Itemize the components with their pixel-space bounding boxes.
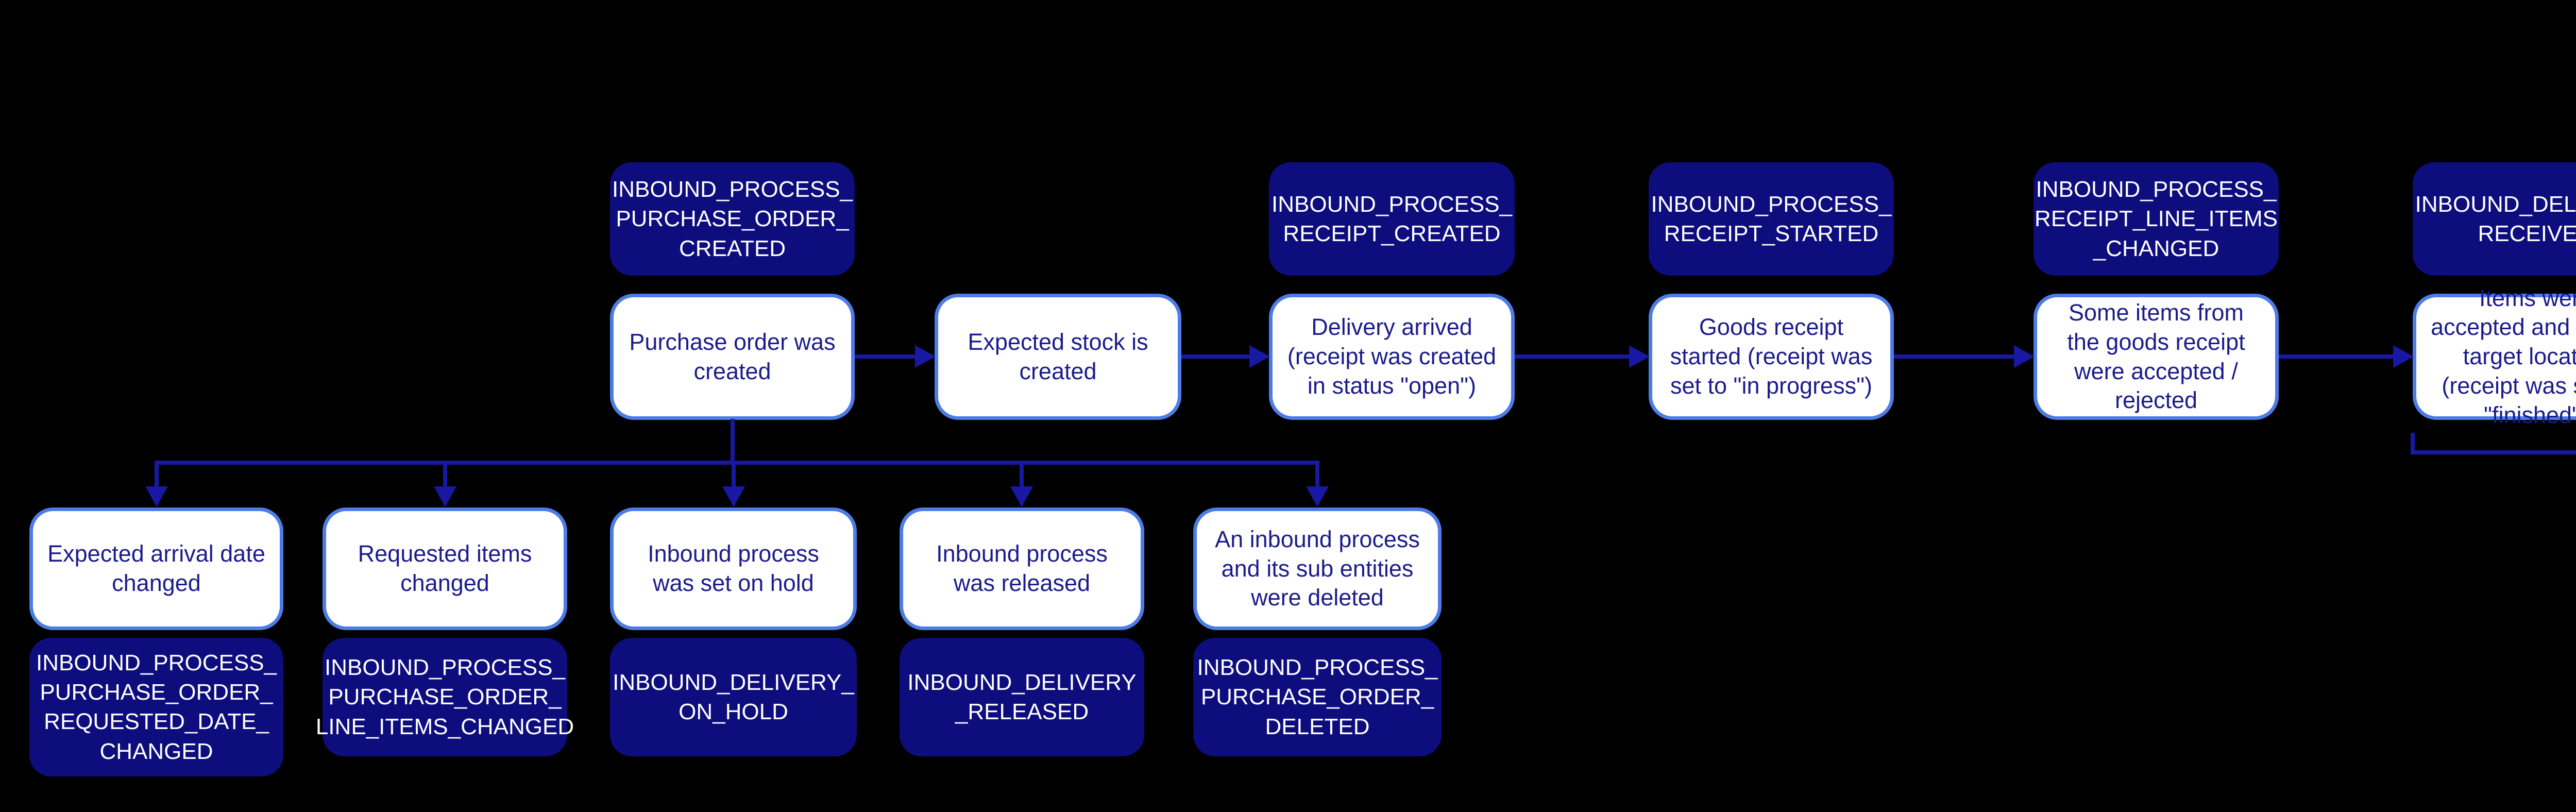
description-box-requested-items-changed: Requested items changed xyxy=(323,508,567,630)
event-box-inbound-process-receipt-started: INBOUND_PROCESS_ RECEIPT_STARTED xyxy=(1649,162,1894,276)
event-box-inbound-process-receipt-line-items-changed: INBOUND_PROCESS_ RECEIPT_LINE_ITEMS _CHA… xyxy=(2033,162,2279,276)
arrow-right-icon xyxy=(1629,345,1650,368)
connector-line-expected-stock-to-delivery-arrived xyxy=(1181,354,1249,359)
description-box-delivery-arrived: Delivery arrived (receipt was created in… xyxy=(1269,294,1515,420)
event-box-inbound-process-purchase-order-requested-date-changed: INBOUND_PROCESS_ PURCHASE_ORDER_ REQUEST… xyxy=(29,638,283,776)
arrow-down-icon xyxy=(1010,486,1033,507)
connector-line-items-changed-to-delivery-received xyxy=(2279,354,2393,359)
event-box-inbound-process-purchase-order-line-items-changed: INBOUND_PROCESS_ PURCHASE_ORDER_ LINE_IT… xyxy=(316,638,574,756)
branch-drop-line-2 xyxy=(443,461,447,487)
arrow-right-icon xyxy=(2393,345,2414,368)
description-box-inbound-process-on-hold: Inbound process was set on hold xyxy=(610,508,857,630)
event-box-inbound-delivery-released: INBOUND_DELIVERY _RELEASED xyxy=(900,638,1144,756)
description-box-inbound-process-released: Inbound process was released xyxy=(900,508,1144,630)
branch-horizontal-line xyxy=(155,461,1319,465)
description-box-purchase-order-created: Purchase order was created xyxy=(610,294,855,420)
description-box-expected-arrival-date-changed: Expected arrival date changed xyxy=(29,508,283,630)
description-box-items-accepted-rejected: Some items from the goods receipt were a… xyxy=(2033,294,2279,420)
branch-drop-line-5 xyxy=(1315,461,1319,487)
connector-line-delivery-arrived-to-receipt-started xyxy=(1515,354,1629,359)
arrow-down-icon xyxy=(722,486,745,507)
connector-line-po-created-to-expected-stock xyxy=(855,354,915,359)
arrow-down-icon xyxy=(1306,486,1329,507)
event-box-inbound-delivery-received: INBOUND_DELIVERY_ RECEIVED xyxy=(2413,162,2576,276)
arrow-right-icon xyxy=(1249,345,1270,368)
event-box-inbound-process-purchase-order-deleted: INBOUND_PROCESS_ PURCHASE_ORDER_ DELETED xyxy=(1193,638,1442,756)
branch-drop-line-4 xyxy=(1020,461,1024,487)
event-box-inbound-delivery-on-hold: INBOUND_DELIVERY_ ON_HOLD xyxy=(610,638,857,756)
connector-line-receipt-started-to-items-changed xyxy=(1894,354,2014,359)
description-box-goods-receipt-started: Goods receipt started (receipt was set t… xyxy=(1649,294,1894,420)
arrow-down-icon xyxy=(434,486,456,507)
sync-bracket-left-tick xyxy=(2411,433,2415,454)
branch-stem-line xyxy=(731,419,735,463)
sync-bracket-line xyxy=(2411,450,2576,454)
arrow-right-icon xyxy=(2014,345,2035,368)
description-box-inbound-process-deleted: An inbound process and its sub entities … xyxy=(1193,508,1442,630)
synchronous-label: Synchronous xyxy=(2572,475,2576,502)
event-box-inbound-process-purchase-order-created: INBOUND_PROCESS_ PURCHASE_ORDER_ CREATED xyxy=(610,162,855,276)
arrow-right-icon xyxy=(915,345,936,368)
arrow-down-icon xyxy=(145,486,168,507)
branch-drop-line-3 xyxy=(732,461,736,487)
description-box-expected-stock-created: Expected stock is created xyxy=(935,294,1181,420)
branch-drop-line-1 xyxy=(155,461,159,487)
event-box-inbound-process-receipt-created: INBOUND_PROCESS_ RECEIPT_CREATED xyxy=(1269,162,1515,276)
description-box-items-put-on-target-location: Items were accepted and put on target lo… xyxy=(2413,285,2576,428)
